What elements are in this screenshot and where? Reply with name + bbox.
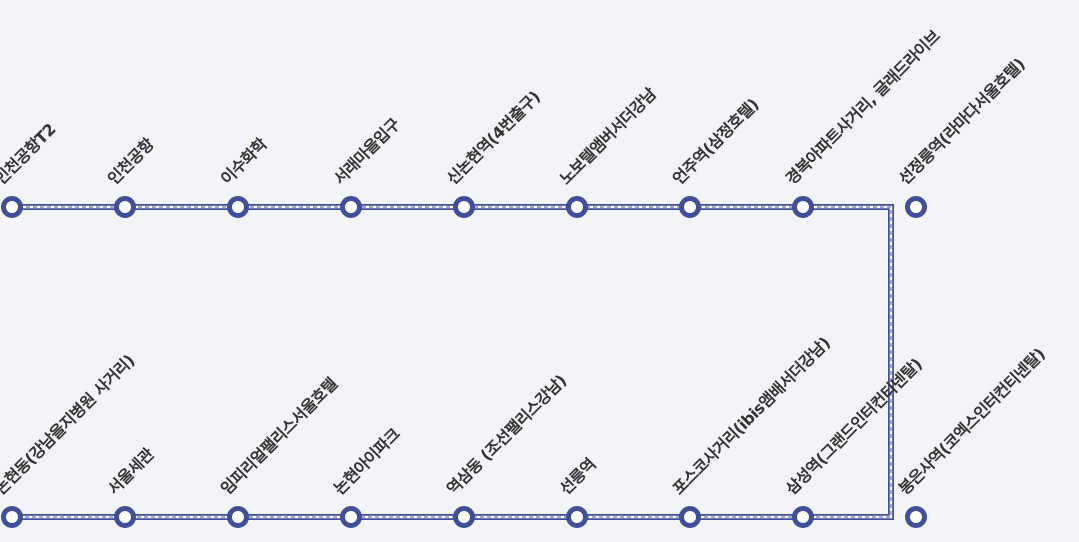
- route-line-inner: [12, 205, 893, 519]
- stop-marker[interactable]: [340, 506, 362, 528]
- stop-marker[interactable]: [792, 196, 814, 218]
- route-lines: [12, 204, 894, 520]
- route-stops: [1, 196, 927, 528]
- stop-marker[interactable]: [905, 506, 927, 528]
- stop-marker[interactable]: [792, 506, 814, 528]
- stop-marker[interactable]: [114, 506, 136, 528]
- stop-marker[interactable]: [1, 196, 23, 218]
- stop-marker[interactable]: [453, 196, 475, 218]
- stop-marker[interactable]: [340, 196, 362, 218]
- stop-marker[interactable]: [679, 196, 701, 218]
- stop-marker[interactable]: [566, 506, 588, 528]
- stop-marker[interactable]: [227, 506, 249, 528]
- stop-marker[interactable]: [1, 506, 23, 528]
- stop-marker[interactable]: [453, 506, 475, 528]
- stop-marker[interactable]: [114, 196, 136, 218]
- stop-marker[interactable]: [905, 196, 927, 218]
- stop-marker[interactable]: [227, 196, 249, 218]
- stop-marker[interactable]: [566, 196, 588, 218]
- stop-marker[interactable]: [679, 506, 701, 528]
